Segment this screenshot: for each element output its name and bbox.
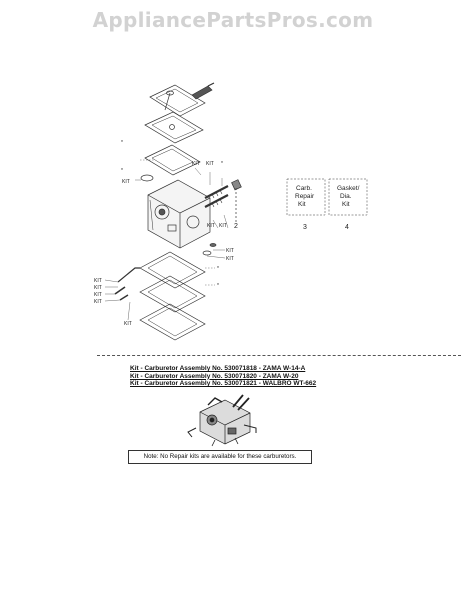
lever-pin bbox=[114, 286, 126, 295]
section-divider bbox=[97, 355, 461, 357]
inlet-disc bbox=[140, 174, 154, 182]
limiter-cap bbox=[231, 179, 242, 191]
top-cover-inner bbox=[155, 88, 199, 113]
cover-screw-shaft bbox=[164, 92, 171, 111]
carb-repair-kit-box bbox=[286, 178, 326, 216]
small-washer-2 bbox=[202, 250, 212, 256]
assembly-line-1: Kit - Carburetor Assembly No. 530071818 … bbox=[130, 365, 306, 372]
kit-label-10: KIT bbox=[94, 292, 102, 298]
adjust-needle-1 bbox=[204, 185, 229, 199]
kit-label-9: KIT bbox=[94, 285, 102, 291]
carb-repair-kit-number: 3 bbox=[303, 224, 307, 231]
cover-screw bbox=[166, 90, 174, 96]
star-marker-5: * bbox=[217, 283, 219, 289]
diaphragm-upper bbox=[144, 111, 204, 144]
kit-label-5: KIT bbox=[219, 223, 227, 229]
gasket-upper bbox=[144, 144, 201, 176]
assembly-line-3: Kit - Carburetor Assembly No. 530071821 … bbox=[130, 380, 317, 387]
kit-label-7: KIT bbox=[226, 256, 234, 262]
kit-label-11: KIT bbox=[94, 299, 102, 305]
metering-lever bbox=[117, 267, 140, 283]
lever-spring bbox=[119, 294, 129, 301]
star-marker-4: * bbox=[217, 266, 219, 272]
no-repair-kits-note: Note: No Repair kits are available for t… bbox=[128, 450, 312, 464]
gasket-dia-kit-label: Gasket/ Dia. Kit bbox=[337, 185, 361, 208]
fuel-fitting bbox=[191, 85, 213, 100]
kit-label-4: KIT bbox=[207, 223, 215, 229]
gasket-lower-1 bbox=[139, 251, 206, 289]
gasket-dia-kit-box bbox=[328, 178, 368, 216]
assembly-list: Kit - Carburetor Assembly No. 530071818 … bbox=[130, 365, 450, 388]
watermark: AppliancePartsPros.com bbox=[92, 8, 374, 32]
kit-label-1: KIT bbox=[122, 179, 130, 185]
fuel-fitting-tip bbox=[207, 82, 215, 87]
top-cover-plate bbox=[149, 84, 206, 117]
cover-plate-bottom bbox=[139, 303, 206, 341]
carburetor-assembly-illustration bbox=[187, 394, 257, 447]
adjust-needle-2 bbox=[204, 194, 229, 208]
carburetor-body bbox=[147, 179, 211, 249]
diaphragm-lower bbox=[139, 275, 206, 313]
kit-label-6: KIT bbox=[226, 248, 234, 254]
assembly-line-2: Kit - Carburetor Assembly No. 530071820 … bbox=[130, 372, 299, 380]
small-washer-1 bbox=[209, 243, 217, 247]
star-marker-2: * bbox=[121, 168, 123, 174]
star-marker-1: * bbox=[121, 140, 123, 146]
kit-label-8: KIT bbox=[94, 278, 102, 284]
kit-label-3: KIT bbox=[206, 161, 214, 167]
star-marker-3: * bbox=[221, 161, 223, 167]
callout-number-2: 2 bbox=[234, 223, 238, 230]
kit-label-2: KIT bbox=[192, 161, 200, 167]
kit-label-12: KIT bbox=[124, 321, 132, 327]
carb-repair-kit-label: Carb. Repair Kit bbox=[295, 185, 316, 208]
gasket-dia-kit-number: 4 bbox=[345, 224, 349, 231]
